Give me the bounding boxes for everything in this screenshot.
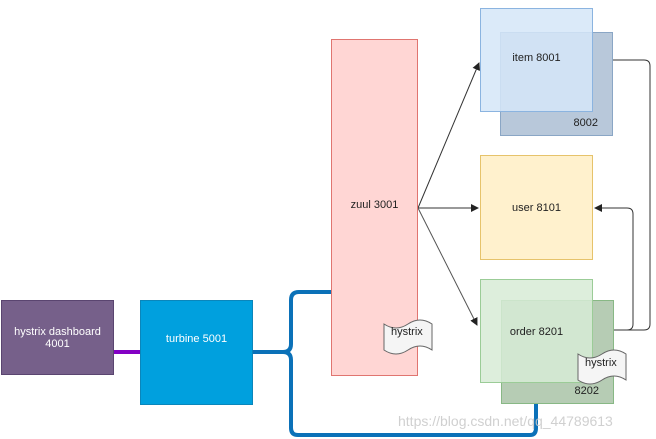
user-8101-label: user 8101 <box>512 201 561 214</box>
item-8001-label: item 8001 <box>512 51 561 64</box>
order-hystrix-tag-shape <box>577 349 627 385</box>
hystrix-dashboard-node[interactable]: hystrix dashboard 4001 <box>1 300 114 375</box>
watermark: https://blog.csdn.net/qq_44789613 <box>398 413 613 429</box>
order-8201-node[interactable]: order 8201 <box>480 279 593 383</box>
order-user-arrow <box>592 204 634 331</box>
turbine-node[interactable]: turbine 5001 <box>140 300 253 405</box>
turbine-zuul-link <box>253 290 331 354</box>
zuul-hystrix-tag-shape <box>383 319 433 355</box>
zuul-node[interactable]: zuul 3001 <box>331 39 418 376</box>
order-8201-label: order 8201 <box>509 326 564 338</box>
zuul-label: zuul 3001 <box>350 198 399 211</box>
turbine-order-link <box>282 350 538 437</box>
hystrix-dashboard-label-line2: 4001 <box>45 337 70 350</box>
order-item-arrow <box>592 56 651 331</box>
order-hystrix-tag: hystrix <box>585 357 617 369</box>
zuul-item-arrow <box>417 62 480 209</box>
zuul-hystrix-tag: hystrix <box>391 326 423 338</box>
hystrix-dashboard-label-line1: hystrix dashboard <box>14 325 101 338</box>
zuul-order-arrow <box>417 207 478 326</box>
item-8002-label: 8002 <box>573 117 598 129</box>
item-8001-node[interactable]: item 8001 <box>480 8 593 112</box>
order-8202-label: 8202 <box>574 385 599 397</box>
turbine-label: turbine 5001 <box>165 332 228 345</box>
user-8101-node[interactable]: user 8101 <box>480 155 593 260</box>
